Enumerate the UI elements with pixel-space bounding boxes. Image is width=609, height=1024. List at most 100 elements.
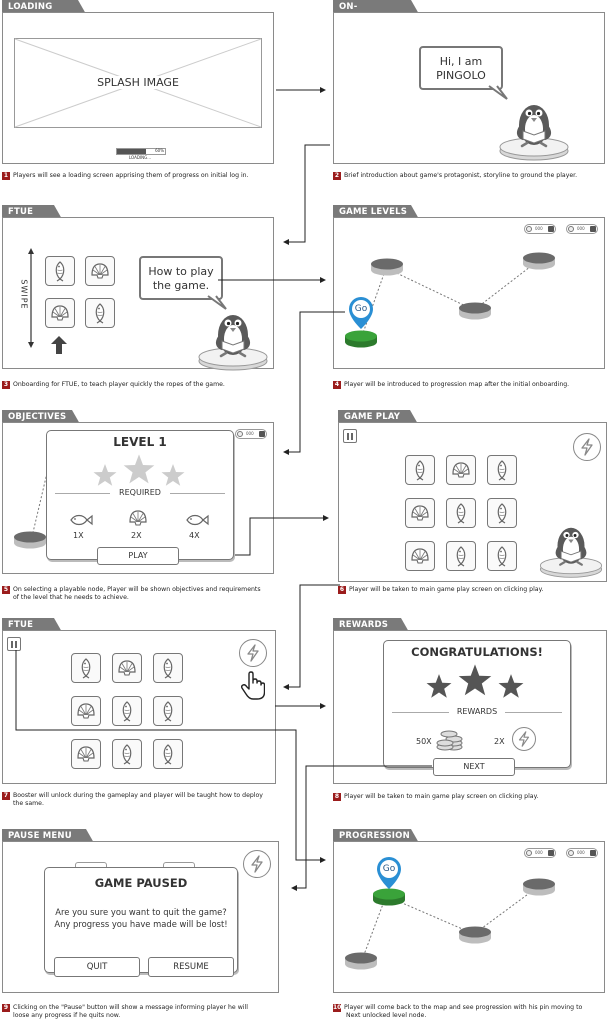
tile-fish[interactable] [153,739,183,769]
tile-fish[interactable] [487,455,517,485]
penguin-icon [193,303,273,373]
level-node[interactable] [13,531,47,549]
screen-frame: 000 000 Go [333,841,605,993]
pointer-hand-icon [241,671,265,701]
pause-button[interactable] [7,637,21,651]
lightning-icon [243,850,271,878]
loading-text: LOADING... [128,155,152,160]
panel-rewards: REWARDS CONGRATULATIONS! REWARDS 50X 2X … [333,618,609,813]
panel-tab: REWARDS [333,618,409,632]
tile-fish[interactable] [153,696,183,726]
panel-tab: GAME LEVELS [333,205,419,219]
next-button[interactable]: NEXT [433,758,515,776]
splash-image-placeholder: SPLASH IMAGE [14,38,262,128]
splash-text: SPLASH IMAGE [83,76,193,89]
panel-pause-menu: PAUSE MENU GAME PAUSED Are you sure you … [2,829,298,1024]
tile-shell[interactable] [71,739,101,769]
screen-frame: 000 000 Go [333,217,605,369]
star-icon [498,673,524,699]
panel-tab: FTUE [2,618,62,632]
rewards-card: CONGRATULATIONS! REWARDS 50X 2X [383,640,571,768]
lightning-icon [573,433,601,461]
screen-frame: Hi, I am PINGOLO [333,12,605,164]
tile-fish[interactable] [85,298,115,328]
star-icon [123,453,155,485]
coins-icon [436,727,466,751]
panel-objectives: OBJECTIVES 000 LEVEL 1 REQUIRED 1X 2X 4X… [2,410,298,605]
loading-progress-pct: 60% [155,148,164,153]
level-node-current[interactable] [344,330,378,348]
star-icon [161,463,185,487]
tile-fish[interactable] [405,455,435,485]
tile-fish[interactable] [153,653,183,683]
tile-fish[interactable] [112,696,142,726]
tile-fish[interactable] [487,541,517,571]
tile-shell[interactable] [405,541,435,571]
tile-shell[interactable] [85,256,115,286]
tile-shell[interactable] [112,653,142,683]
level-node[interactable] [344,952,378,970]
lives-counter: 000 [566,848,598,858]
screen-frame [2,630,276,784]
required-text: REQUIRED [110,488,170,497]
play-button[interactable]: PLAY [97,547,179,565]
tile-fish[interactable] [446,541,476,571]
pause-dialog: GAME PAUSED Are you sure you want to qui… [44,867,238,973]
pause-title: GAME PAUSED [94,876,188,890]
level-node[interactable] [458,926,492,944]
tile-fish[interactable] [45,256,75,286]
level-objective-card: LEVEL 1 REQUIRED 1X 2X 4X PLAY [46,430,234,565]
lightning-booster-button[interactable] [239,639,267,667]
coin-counter: 000 [524,848,556,858]
level-node[interactable] [458,302,492,320]
pause-button[interactable] [343,429,357,443]
tile-fish[interactable] [71,653,101,683]
tile-shell[interactable] [405,498,435,528]
panel-tab: LOADING [2,0,86,14]
level-title: LEVEL 1 [113,435,167,449]
tile-fish[interactable] [112,739,142,769]
star-icon [458,663,492,697]
congratulations-title: CONGRATULATIONS! [411,645,543,659]
panel-tab: GAME PLAY [338,410,418,424]
pause-message: Are you sure you want to quit the game? … [54,907,228,929]
level-node-current[interactable] [372,888,406,906]
level-node[interactable] [522,252,556,270]
swipe-label: SWIPE [19,279,29,310]
tile-fish[interactable] [446,498,476,528]
level-node[interactable] [522,878,556,896]
screen-frame: SPLASH IMAGE 60% LOADING... [2,12,274,164]
quit-button[interactable]: QUIT [54,957,140,977]
lives-counter: 000 [566,224,598,234]
screen-frame [338,422,607,582]
tile-shell[interactable] [45,298,75,328]
level-node[interactable] [370,258,404,276]
pin-label: Go [382,864,396,874]
penguin-icon [535,517,607,580]
speech-bubble: Hi, I am PINGOLO [419,46,503,90]
lives-counter: 000 [235,429,267,439]
loading-progress-bar: 60% [116,148,166,155]
arrow-up-icon [51,336,67,354]
resume-button[interactable]: RESUME [148,957,234,977]
loading-progress-fill [117,149,146,154]
star-icon [93,463,117,487]
tile-fish[interactable] [487,498,517,528]
tile-shell[interactable] [71,696,101,726]
panel-tab: FTUE [2,205,62,219]
fish-icon [185,513,209,527]
tile-shell[interactable] [446,455,476,485]
lightning-icon [512,727,536,751]
